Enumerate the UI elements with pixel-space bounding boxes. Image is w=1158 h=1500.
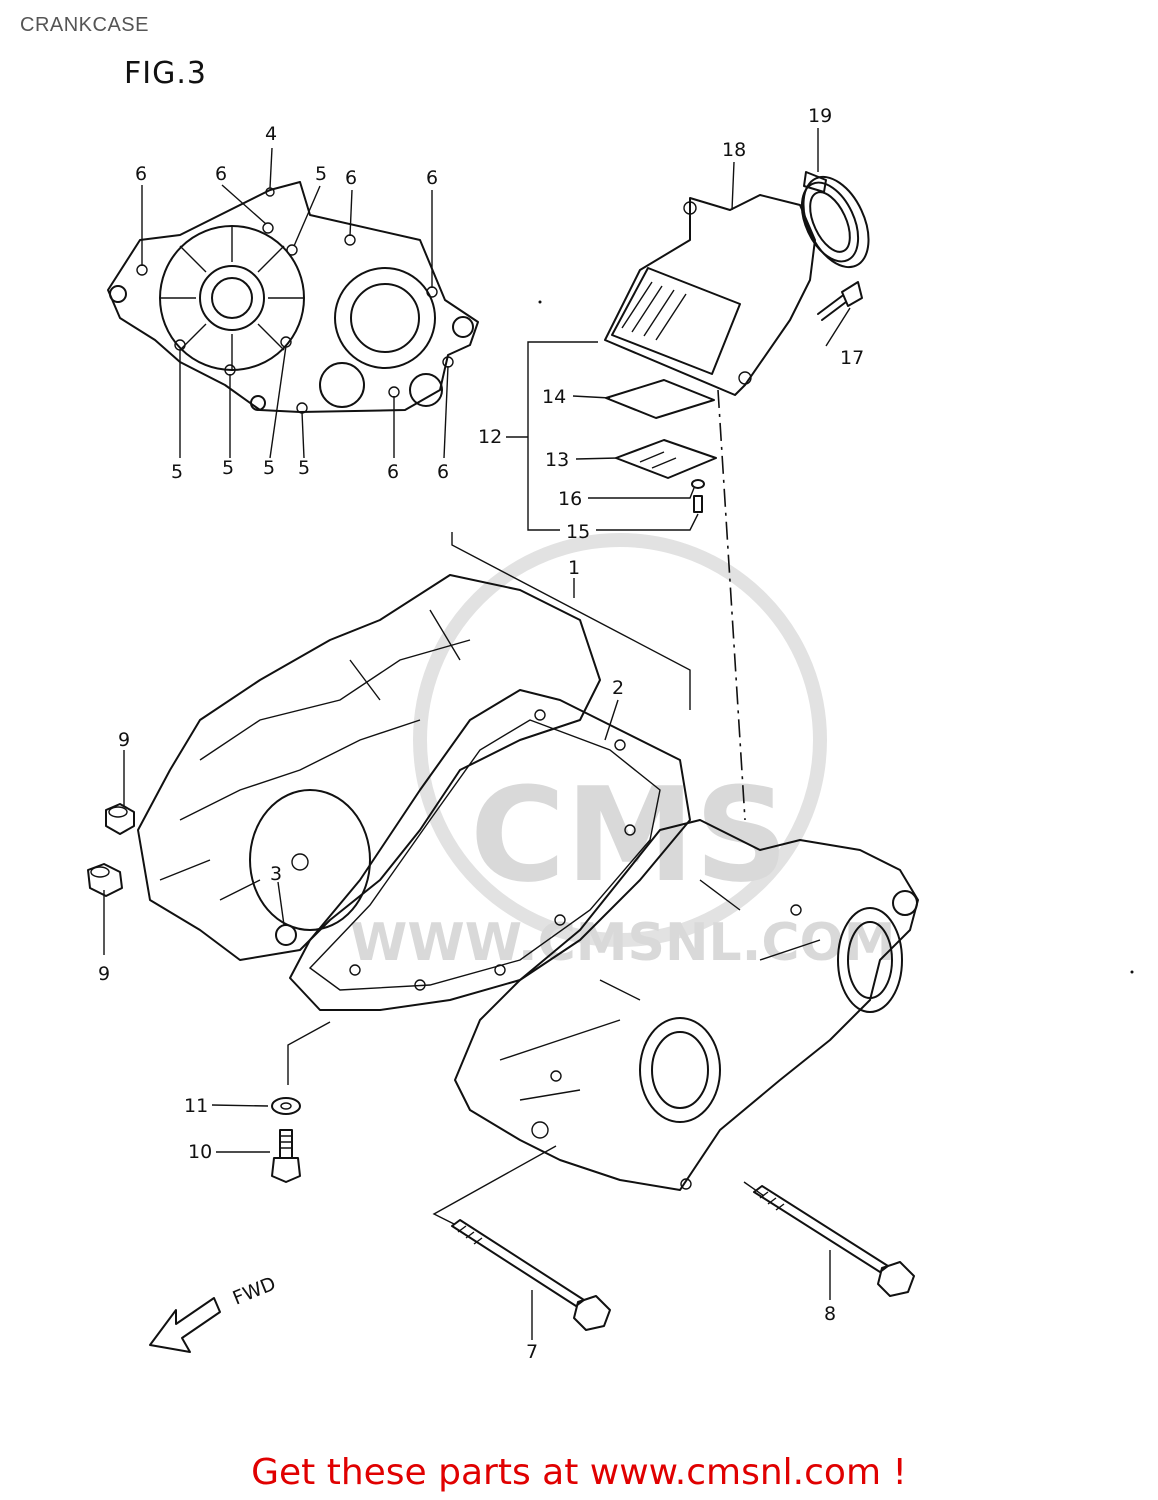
cover-leader-lines	[141, 147, 449, 459]
crankcase-gasket	[289, 689, 691, 1011]
intake-alignment-line	[717, 389, 746, 821]
forward-direction-indicator: FWD	[149, 1273, 279, 1353]
callout-5e: 5	[315, 163, 327, 185]
callout-14: 14	[542, 386, 566, 408]
intake-bolt	[817, 281, 863, 321]
reed-valve-parts	[605, 379, 717, 513]
long-bolt-8	[753, 1185, 915, 1297]
callout-4: 4	[265, 123, 277, 145]
washer	[271, 1097, 301, 1115]
callout-18: 18	[722, 139, 746, 161]
callout-15: 15	[566, 521, 590, 543]
callout-5d: 5	[298, 457, 310, 479]
callout-numbers: 1 2 3 4 5 5 5 5 5 6 6 6 6 6 6 7 8 9 9 10…	[98, 105, 864, 1363]
callout-17: 17	[840, 347, 864, 369]
callout-6a: 6	[135, 163, 147, 185]
crankcase-right-half	[454, 819, 919, 1191]
crankcase-left-half	[137, 574, 601, 961]
callout-6e: 6	[387, 461, 399, 483]
nut-upper	[105, 803, 135, 835]
callout-1: 1	[568, 557, 580, 579]
callout-6f: 6	[437, 461, 449, 483]
callout-5b: 5	[222, 457, 234, 479]
callout-9b: 9	[98, 963, 110, 985]
short-bolt	[271, 1129, 301, 1183]
callout-6b: 6	[215, 163, 227, 185]
watermark: CMS WWW.CMSNL.COM	[350, 533, 895, 973]
long-bolt-7	[451, 1219, 611, 1331]
callout-2: 2	[612, 677, 624, 699]
cmsnl-parts-link[interactable]: Get these parts at www.cmsnl.com !	[251, 1452, 907, 1493]
nut-lower	[87, 863, 123, 897]
crankcase-cover	[107, 181, 479, 414]
reed-valve-bracket	[506, 128, 851, 531]
callout-8: 8	[824, 1303, 836, 1325]
exploded-parts-diagram: CMS WWW.CMSNL.COM	[87, 105, 1134, 1363]
case-leader-lines	[103, 532, 831, 1340]
callout-19: 19	[808, 105, 832, 127]
callout-16: 16	[558, 488, 582, 510]
callout-5c: 5	[263, 457, 275, 479]
callout-3: 3	[270, 863, 282, 885]
figure-label: FIG.3	[124, 56, 207, 91]
callout-6d: 6	[426, 167, 438, 189]
hose-clamp	[802, 171, 870, 269]
forward-arrow-icon	[149, 1297, 221, 1353]
callout-11: 11	[184, 1095, 208, 1117]
forward-label: FWD	[230, 1273, 279, 1310]
callout-5a: 5	[171, 461, 183, 483]
stray-dot	[538, 300, 542, 304]
callout-12: 12	[478, 426, 502, 448]
callout-9a: 9	[118, 729, 130, 751]
callout-13: 13	[545, 449, 569, 471]
page-title: CRANKCASE	[20, 14, 149, 36]
intake-pipe	[604, 181, 860, 396]
callout-7: 7	[526, 1341, 538, 1363]
watermark-url-text: WWW.CMSNL.COM	[350, 913, 895, 973]
stray-dot	[1130, 970, 1134, 974]
callout-6c: 6	[345, 167, 357, 189]
callout-10: 10	[188, 1141, 212, 1163]
